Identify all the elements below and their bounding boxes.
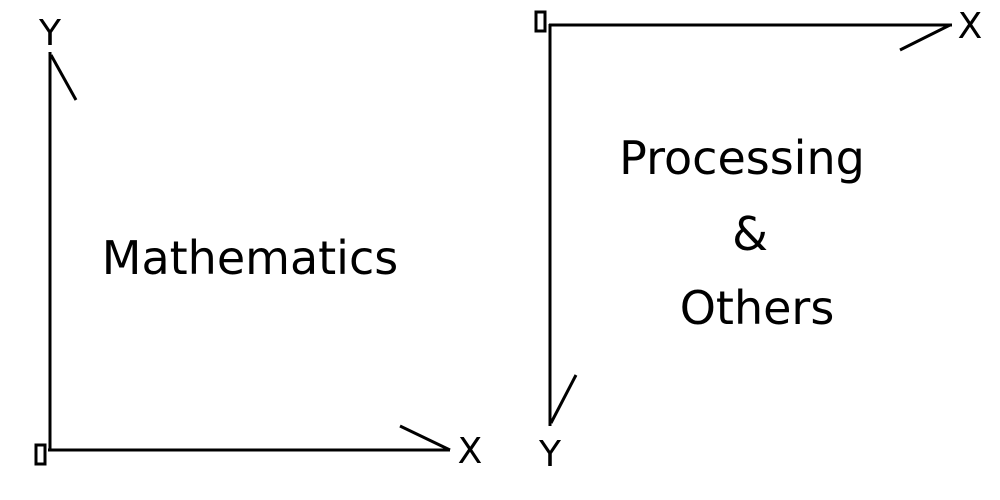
math-y-axis-letter: Y — [38, 13, 62, 54]
proc-label-line-3: Others — [680, 281, 835, 335]
proc-label-line-2: & — [732, 207, 768, 261]
proc-x-axis-letter: X — [958, 6, 983, 47]
math-panel-label: Mathematics — [102, 231, 398, 285]
math-x-axis-letter: X — [458, 431, 483, 472]
proc-y-arrow-tick — [549, 374, 578, 424]
proc-label-line-1: Processing — [619, 131, 865, 185]
mathematics-coordinate-system: Y X Mathematics — [34, 13, 483, 472]
processing-coordinate-system: Y X Processing & Others — [534, 6, 983, 475]
proc-origin-marker — [534, 10, 547, 33]
math-y-arrow-tick — [49, 54, 78, 101]
math-origin-marker — [34, 443, 47, 466]
proc-x-arrow-tick — [899, 23, 951, 52]
proc-y-axis-letter: Y — [538, 434, 562, 475]
math-x-arrow-tick — [399, 424, 451, 452]
